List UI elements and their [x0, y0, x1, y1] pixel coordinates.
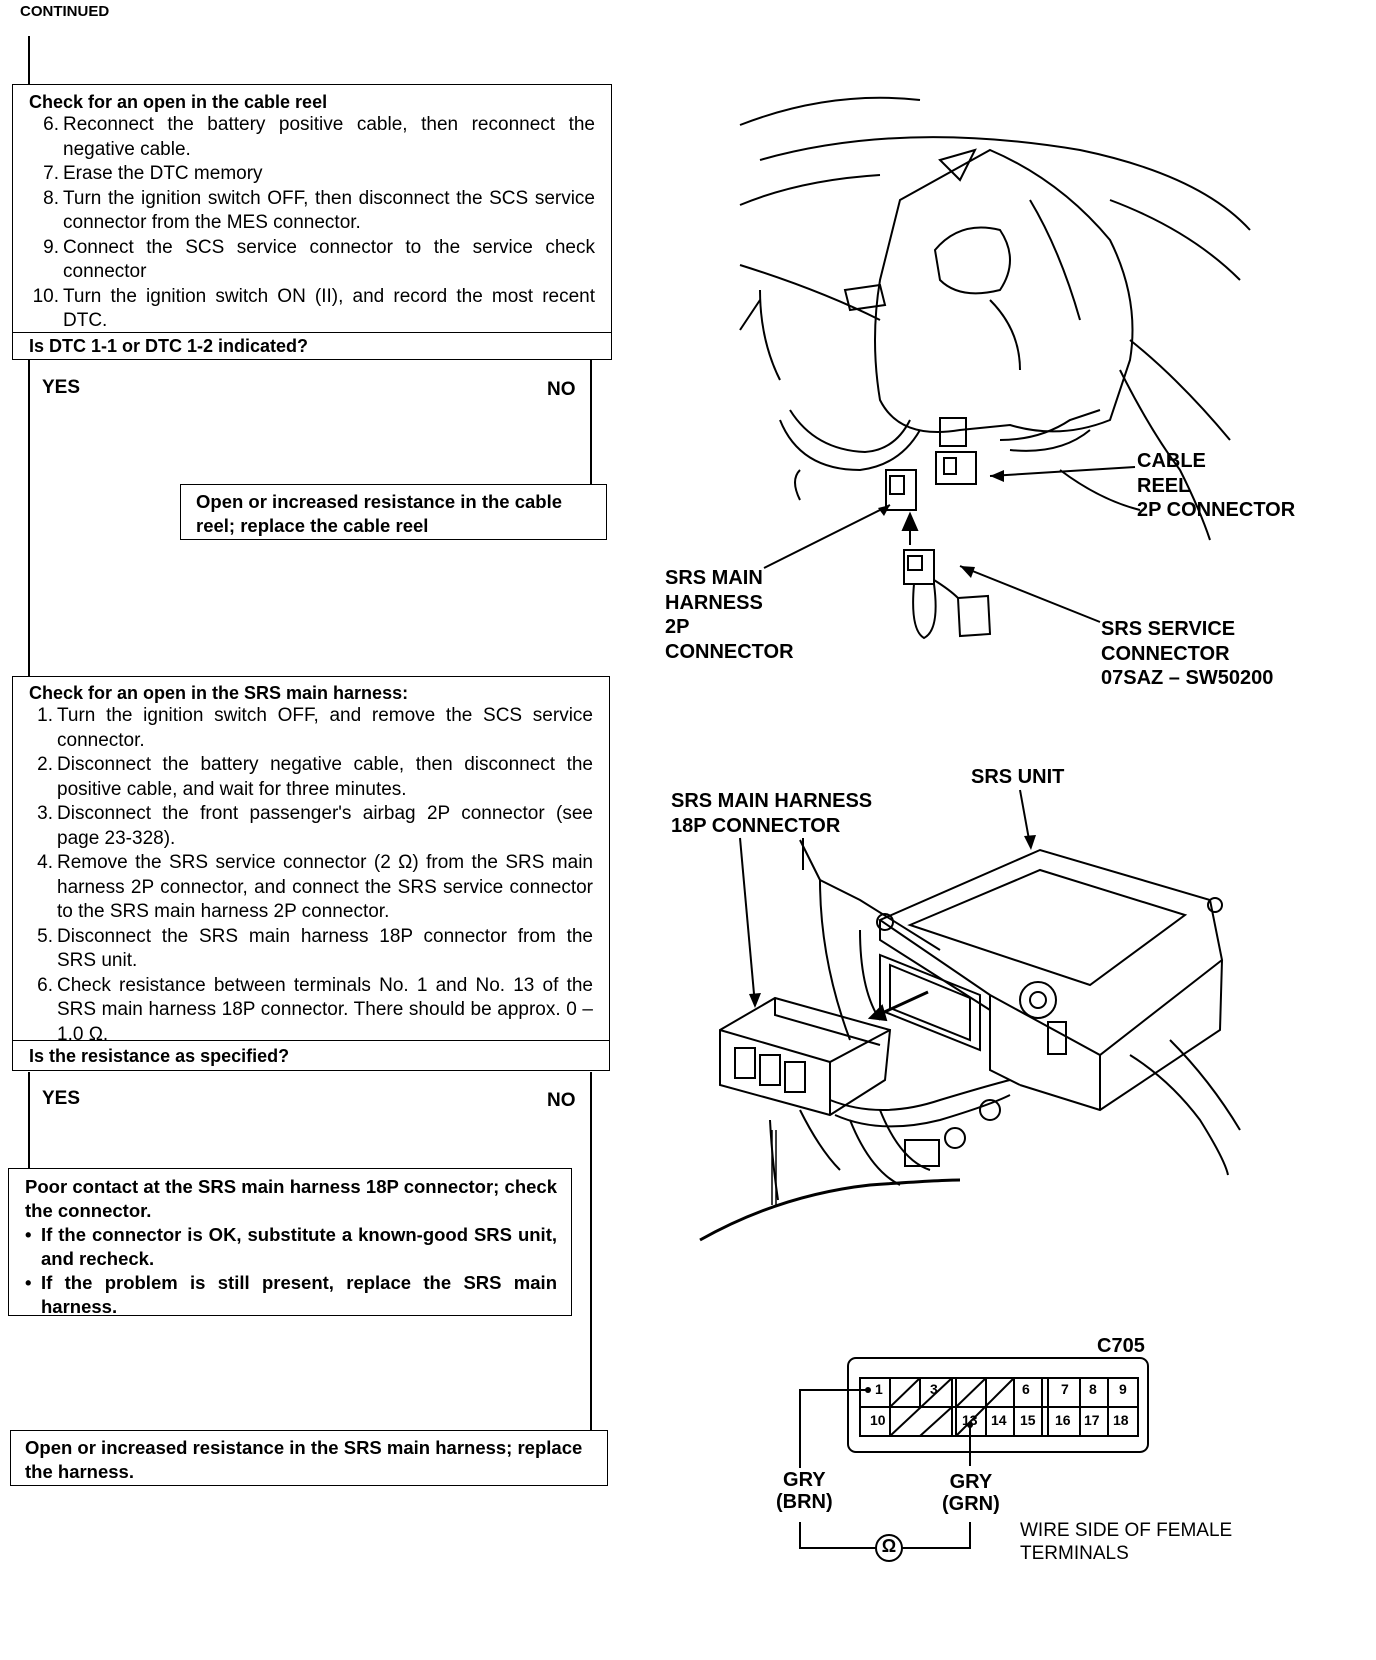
- terminal-1: 1: [875, 1381, 883, 1397]
- terminal-15: 15: [1020, 1412, 1036, 1428]
- step-item: 9.Connect the SCS service connector to t…: [43, 236, 595, 283]
- cable-reel-check-box: Check for an open in the cable reel 6.Re…: [12, 84, 612, 334]
- terminal-18: 18: [1113, 1412, 1129, 1428]
- yes-label-1: YES: [42, 377, 81, 398]
- cable-reel-connector-label: CABLE REEL 2P CONNECTOR: [1137, 450, 1296, 521]
- flow-line-yes-2: [28, 1072, 30, 1170]
- terminal-17: 17: [1084, 1412, 1100, 1428]
- bullet-item: •If the connector is OK, substitute a kn…: [25, 1224, 557, 1269]
- connector-id-c705: C705: [1097, 1335, 1145, 1357]
- srs-harness-check-box: Check for an open in the SRS main harnes…: [12, 676, 610, 1045]
- poor-contact-result-box: Poor contact at the SRS main harness 18P…: [8, 1168, 572, 1317]
- terminal-9: 9: [1119, 1381, 1127, 1397]
- no-label-1: NO: [547, 379, 576, 400]
- srs-service-connector-label: SRS SERVICE CONNECTOR 07SAZ – SW50200: [1101, 618, 1274, 689]
- cable-reel-check-title: Check for an open in the cable reel: [29, 92, 328, 112]
- step-item: 7.Erase the DTC memory: [43, 163, 263, 184]
- wire-color-left: GRY (BRN): [776, 1469, 833, 1513]
- bullet-item: •If the problem is still present, replac…: [25, 1272, 557, 1317]
- terminal-14: 14: [991, 1412, 1007, 1428]
- flow-line-top: [28, 36, 30, 86]
- terminal-8: 8: [1089, 1381, 1097, 1397]
- cable-reel-steps: 6.Reconnect the battery positive cable, …: [29, 113, 595, 334]
- step-item: 4.Remove the SRS service connector (2 Ω)…: [37, 852, 593, 922]
- dtc-question: Is DTC 1-1 or DTC 1-2 indicated?: [12, 332, 612, 360]
- terminal-10: 10: [870, 1412, 886, 1428]
- step-item: 10.Turn the ignition switch ON (II), and…: [32, 285, 595, 332]
- srs-harness-check-title: Check for an open in the SRS main harnes…: [29, 683, 409, 703]
- srs-unit-label: SRS UNIT: [971, 766, 1065, 788]
- step-item: 2.Disconnect the battery negative cable,…: [37, 754, 593, 800]
- terminal-16: 16: [1055, 1412, 1071, 1428]
- step-item: 3.Disconnect the front passenger's airba…: [37, 803, 593, 849]
- no-label-2: NO: [547, 1090, 576, 1111]
- terminal-7: 7: [1061, 1381, 1069, 1397]
- step-item: 5.Disconnect the SRS main harness 18P co…: [37, 925, 593, 972]
- step-item: 6.Reconnect the battery positive cable, …: [43, 114, 595, 160]
- flow-line-yes-1: [28, 360, 30, 676]
- wire-color-right: GRY (GRN): [942, 1471, 1000, 1515]
- yes-label-2: YES: [42, 1088, 81, 1109]
- header-continued: CONTINUED: [20, 3, 110, 20]
- step-item: 1.Turn the ignition switch OFF, and remo…: [37, 705, 593, 751]
- srs-main-harness-2p-label: SRS MAIN HARNESS 2P CONNECTOR: [665, 567, 794, 663]
- srs-main-harness-18p-label: SRS MAIN HARNESS 18P CONNECTOR: [671, 790, 873, 837]
- harness-open-result-box: Open or increased resistance in the SRS …: [10, 1430, 608, 1486]
- cable-reel-result-box: Open or increased resistance in the cabl…: [180, 484, 607, 540]
- flow-line-no-2: [590, 1072, 592, 1432]
- step-item: 8.Turn the ignition switch OFF, then dis…: [43, 187, 595, 234]
- terminal-6: 6: [1022, 1381, 1030, 1397]
- step-item: 6.Check resistance between terminals No.…: [37, 974, 593, 1045]
- ohmmeter-icon: Ω: [881, 1536, 897, 1556]
- terminal-13: 13: [962, 1412, 978, 1428]
- wire-side-caption: WIRE SIDE OF FEMALE TERMINALS: [1020, 1520, 1233, 1564]
- flow-line-no-1: [590, 360, 592, 484]
- resistance-question: Is the resistance as specified?: [12, 1040, 610, 1071]
- terminal-3: 3: [930, 1381, 938, 1397]
- srs-harness-steps: 1.Turn the ignition switch OFF, and remo…: [23, 704, 593, 1047]
